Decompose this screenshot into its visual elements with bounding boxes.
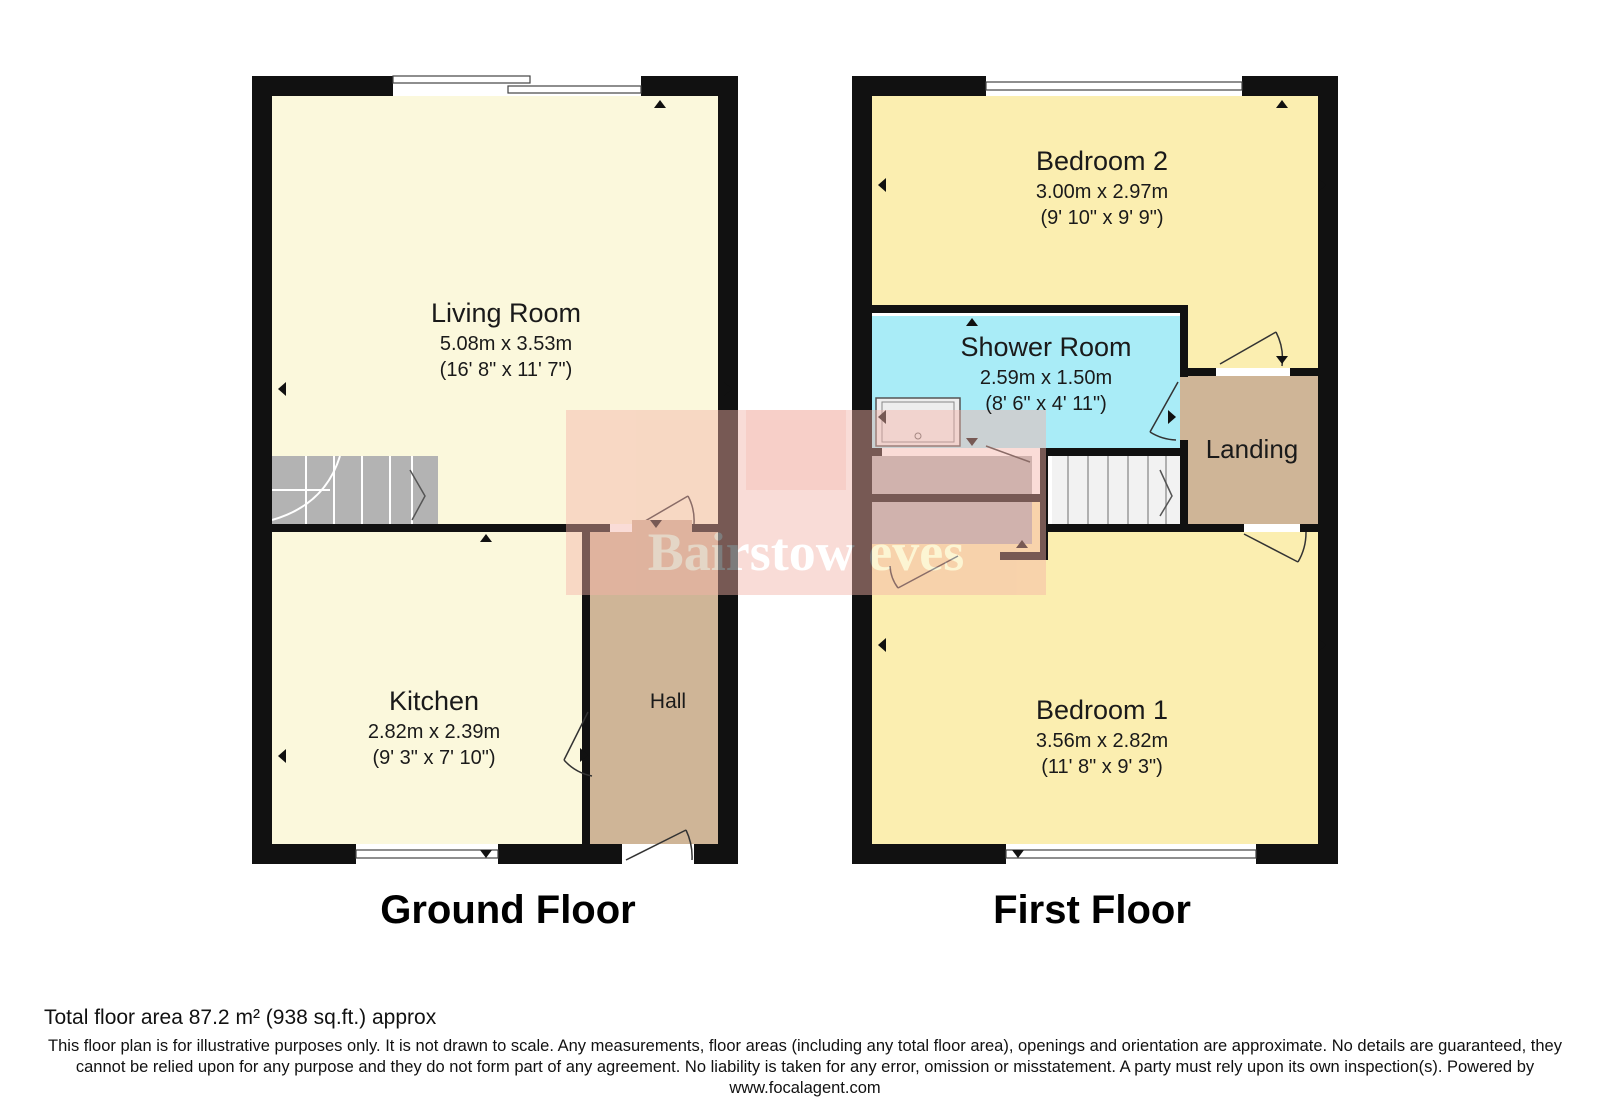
bedroom-2-window bbox=[985, 76, 1243, 96]
radiator-marker bbox=[1012, 850, 1024, 858]
living-room-area bbox=[272, 96, 718, 524]
bedroom-1-area bbox=[872, 532, 1318, 844]
radiator-marker bbox=[580, 748, 588, 762]
radiator-marker bbox=[724, 382, 732, 396]
radiator-marker bbox=[1276, 356, 1288, 364]
kitchen-imperial: (9' 3" x 7' 10") bbox=[373, 747, 496, 769]
radiator-marker bbox=[878, 638, 886, 652]
living-kitchen-wall bbox=[272, 524, 610, 532]
radiator-marker bbox=[878, 410, 886, 424]
radiator-marker bbox=[480, 534, 492, 542]
living-room-window bbox=[392, 75, 642, 96]
watermark-text: Bairstow eves bbox=[648, 522, 964, 582]
radiator-marker bbox=[1318, 178, 1326, 192]
hall-area bbox=[590, 532, 718, 844]
shower-room-metric: 2.59m x 1.50m bbox=[980, 367, 1112, 389]
bedroom-1-name: Bedroom 1 bbox=[1036, 695, 1168, 725]
hall-name: Hall bbox=[650, 690, 686, 713]
front-door-opening bbox=[622, 844, 694, 864]
radiator-marker bbox=[654, 100, 666, 108]
living-room-metric: 5.08m x 3.53m bbox=[440, 333, 572, 355]
kitchen-hall-wall bbox=[582, 532, 590, 844]
bedroom-1-window bbox=[1005, 844, 1257, 864]
front-door bbox=[625, 829, 693, 861]
landing-area bbox=[1180, 376, 1318, 524]
first-floor-title: First Floor bbox=[993, 888, 1191, 932]
radiator-marker bbox=[1276, 100, 1288, 108]
kitchen-door bbox=[563, 711, 593, 777]
first-floor-stairs bbox=[872, 456, 1180, 544]
hall-living-door bbox=[639, 495, 695, 525]
ground-floor-plan bbox=[252, 75, 738, 864]
radiator-marker bbox=[278, 382, 286, 396]
radiator-marker bbox=[1016, 540, 1028, 548]
bedroom-1-door bbox=[1243, 531, 1307, 563]
radiator-marker bbox=[480, 850, 492, 858]
radiator-marker bbox=[650, 520, 662, 528]
watermark-logo: Bairstow eves bbox=[566, 410, 1046, 595]
landing-name: Landing bbox=[1206, 434, 1299, 464]
radiator-marker bbox=[878, 178, 886, 192]
radiator-marker bbox=[966, 318, 978, 326]
total-floor-area: Total floor area 87.2 m² (938 sq.ft.) ap… bbox=[44, 1006, 437, 1029]
kitchen-window bbox=[355, 844, 499, 864]
radiator-marker bbox=[966, 438, 978, 446]
disclaimer-text: This floor plan is for illustrative purp… bbox=[48, 1037, 1562, 1097]
kitchen-metric: 2.82m x 2.39m bbox=[368, 721, 500, 743]
shower-cupboard-door bbox=[985, 445, 1031, 463]
bedroom-2-metric: 3.00m x 2.97m bbox=[1036, 181, 1168, 203]
bedroom-2-area bbox=[872, 96, 1318, 308]
radiator-marker bbox=[278, 749, 286, 763]
bedroom-2-imperial: (9' 10" x 9' 9") bbox=[1041, 207, 1164, 229]
shower-tray bbox=[875, 397, 961, 447]
ground-floor-title: Ground Floor bbox=[380, 888, 636, 932]
bedroom2-shower-wall bbox=[872, 305, 1188, 313]
bedroom-1-metric: 3.56m x 2.82m bbox=[1036, 730, 1168, 752]
bedroom-2-door bbox=[1219, 331, 1284, 367]
kitchen-area bbox=[272, 532, 582, 844]
living-room-name: Living Room bbox=[431, 298, 581, 328]
shower-room-door bbox=[1149, 381, 1179, 441]
kitchen-name: Kitchen bbox=[389, 686, 479, 716]
bedroom-2-name: Bedroom 2 bbox=[1036, 146, 1168, 176]
first-floor-plan bbox=[852, 76, 1338, 864]
cupboard-door bbox=[889, 555, 959, 589]
living-room-imperial: (16' 8" x 11' 7") bbox=[440, 359, 573, 381]
radiator-marker bbox=[1168, 410, 1176, 424]
bedroom-1-imperial: (11' 8" x 9' 3") bbox=[1041, 756, 1163, 778]
shower-room-name: Shower Room bbox=[960, 332, 1131, 362]
radiator-marker bbox=[1318, 638, 1326, 652]
ground-floor-stairs bbox=[271, 455, 438, 524]
shower-room-imperial: (8' 6" x 4' 11") bbox=[985, 393, 1107, 415]
